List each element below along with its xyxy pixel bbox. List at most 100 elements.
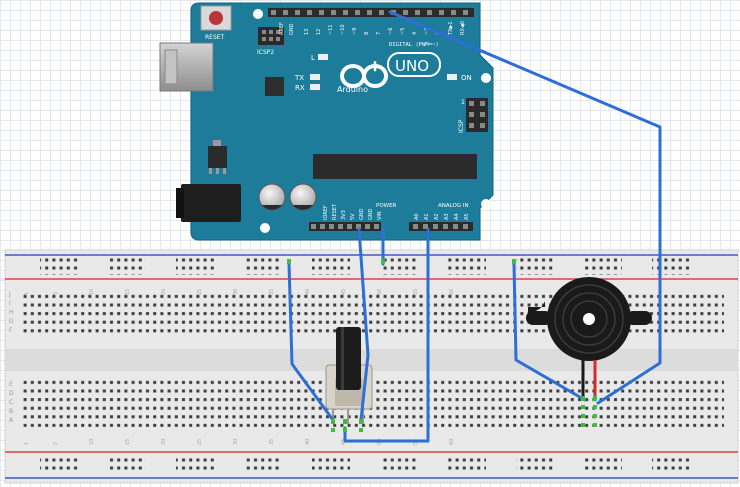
led-on <box>447 74 457 80</box>
header-pin <box>320 224 325 229</box>
piezo-buzzer[interactable] <box>526 277 652 397</box>
digital-pin-label: ~3 <box>424 28 430 35</box>
header-pin <box>347 224 352 229</box>
mounting-hole <box>260 223 270 233</box>
header-pin <box>415 10 420 15</box>
potentiometer[interactable] <box>325 327 373 424</box>
reset-button[interactable] <box>200 5 232 31</box>
row-letter-top: F <box>9 327 13 334</box>
column-number: 1 <box>24 442 30 445</box>
header-pin <box>367 10 372 15</box>
buzzer-tab-left <box>526 311 552 325</box>
header-pin <box>443 224 448 229</box>
row-letter-top: G <box>9 318 14 325</box>
column-number: 40 <box>305 289 311 295</box>
power-pin-label: IOREF <box>323 205 329 220</box>
wire-rail-to-buzzer <box>512 262 587 402</box>
analog-pin-label: A4 <box>454 213 460 220</box>
model-label: UNO <box>395 57 429 75</box>
column-number: 60 <box>449 439 455 445</box>
mounting-hole <box>253 9 263 19</box>
column-number: 10 <box>89 289 95 295</box>
reset-label: RESET <box>205 34 225 41</box>
column-number: 5 <box>53 292 59 295</box>
microcontroller-chip <box>313 154 477 179</box>
column-number: 40 <box>305 439 311 445</box>
wires <box>287 10 662 443</box>
row-letter-top: J <box>8 291 11 298</box>
aref-label: AREF <box>279 22 285 35</box>
digital-gnd-label: GND <box>289 23 295 35</box>
header-pin <box>271 10 276 15</box>
power-header-label: POWER <box>376 203 397 209</box>
row-letter-top: H <box>9 309 14 316</box>
header-pin <box>433 224 438 229</box>
digital-pin-label: 4 <box>412 32 418 35</box>
header-pin <box>453 224 458 229</box>
column-number: 50 <box>377 289 383 295</box>
usb-inner <box>164 49 178 85</box>
column-number: 35 <box>269 289 275 295</box>
header-pin <box>365 224 370 229</box>
power-header-strip <box>309 222 381 231</box>
header-pin <box>403 10 408 15</box>
row-letter-bottom: D <box>9 390 14 397</box>
column-number: 25 <box>197 289 203 295</box>
connection-indicators <box>287 259 597 432</box>
buzzer-ring <box>562 292 616 346</box>
on-label: ON <box>461 74 472 82</box>
center-channel <box>5 349 738 371</box>
digital-pin-label: RX◀0 <box>460 21 466 35</box>
arduino-logo <box>340 61 389 88</box>
header-pin <box>355 10 360 15</box>
column-number: 55 <box>413 289 419 295</box>
led-tx <box>310 74 320 80</box>
wire-digital-pin-to-buzzer <box>388 10 662 405</box>
power-pin-label: 5V <box>350 213 356 220</box>
column-number: 20 <box>161 439 167 445</box>
wire-a0-to-potentiometer-wiper <box>343 227 430 443</box>
potentiometer-knob[interactable] <box>336 327 361 390</box>
wire-rail-to-potentiometer <box>287 262 335 422</box>
digital-pin-label: 13 <box>304 29 310 35</box>
icsp-pin1: 1 <box>461 99 465 106</box>
mounting-hole <box>481 73 491 83</box>
analog-pin-label: A3 <box>444 213 450 220</box>
header-pin <box>307 10 312 15</box>
capacitor <box>258 183 286 211</box>
potentiometer-knob-shine <box>341 327 344 390</box>
icsp2-header <box>258 27 284 45</box>
power-pin-label: GND <box>359 208 365 220</box>
column-number: 15 <box>125 439 131 445</box>
header-pin <box>439 10 444 15</box>
led-l-label: L <box>311 54 315 62</box>
column-number: 35 <box>269 439 275 445</box>
analog-header-strip <box>409 222 473 231</box>
row-letter-bottom: B <box>9 408 13 415</box>
digital-pin-label: ~5 <box>400 28 406 35</box>
digital-pin-label: ~10 <box>340 24 346 35</box>
buzzer-tab <box>528 301 545 313</box>
power-pin-label: GND <box>368 208 374 220</box>
column-number: 45 <box>341 289 347 295</box>
analog-header-label: ANALOG IN <box>438 203 469 209</box>
column-number: 5 <box>53 442 59 445</box>
usb-chip <box>265 77 284 96</box>
digital-header-label: DIGITAL (PWM=~) <box>389 42 439 48</box>
header-pin <box>427 10 432 15</box>
header-pin <box>343 10 348 15</box>
led-l <box>318 54 328 60</box>
analog-pin-label: A0 <box>414 213 420 220</box>
header-pin <box>463 224 468 229</box>
bottom-header-pins <box>311 224 468 229</box>
analog-pin-label: A1 <box>424 213 430 220</box>
icsp-label: ICSP <box>458 119 465 133</box>
buzzer-tab-right <box>626 311 652 325</box>
analog-pin-label: A5 <box>464 213 470 220</box>
brand-label: Arduino <box>337 85 368 94</box>
column-number: 10 <box>89 439 95 445</box>
capacitor <box>289 183 317 211</box>
power-jack-lip <box>176 188 184 218</box>
row-letter-top: I <box>9 300 11 307</box>
header-pin <box>423 224 428 229</box>
